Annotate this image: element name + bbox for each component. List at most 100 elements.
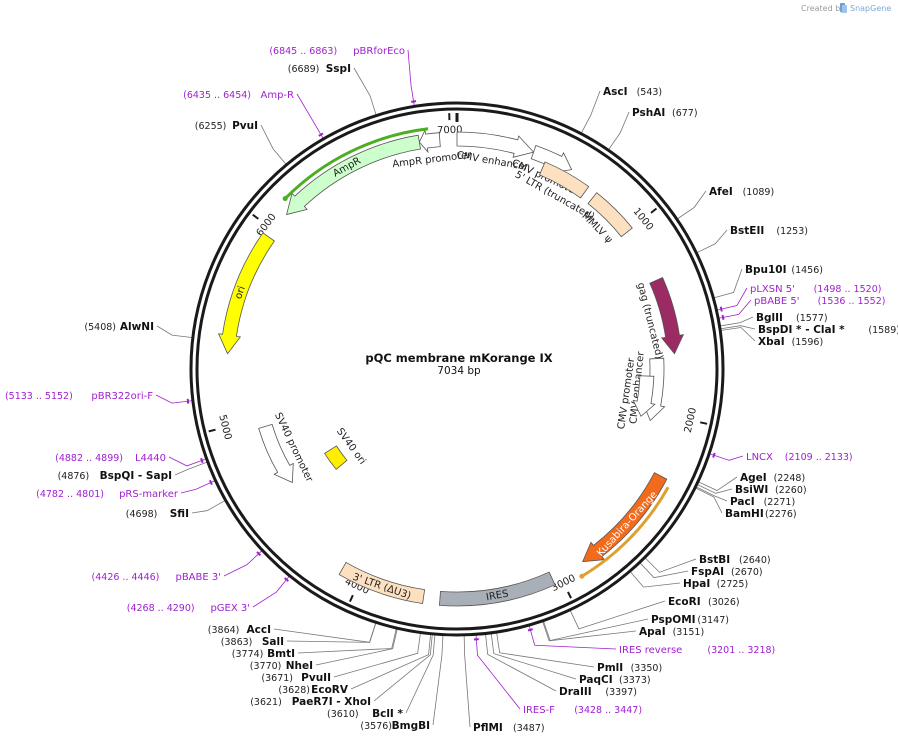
enzyme-label[interactable]: AlwNI(5408) <box>84 321 154 333</box>
feature-ampr[interactable] <box>286 134 421 216</box>
enzyme-label[interactable]: AgeI(2248) <box>740 472 805 484</box>
tick-label: 5000 <box>216 414 233 441</box>
enzyme-name: SspI <box>326 63 351 75</box>
primer-label[interactable]: pBR322ori-F(5133 .. 5152) <box>5 391 153 402</box>
primer-mark <box>721 314 725 320</box>
enzyme-label[interactable]: HpaI(2725) <box>683 578 748 590</box>
primer-name: Amp-R <box>261 90 295 101</box>
enzyme-label[interactable]: PacI(2271) <box>730 496 795 508</box>
primer-label[interactable]: pBABE 3' (4426 .. 4446) <box>92 572 221 583</box>
feature-mmlv-psi[interactable] <box>587 192 633 238</box>
leader-line <box>496 631 595 668</box>
map-length: 7034 bp <box>437 365 481 377</box>
enzyme-name: AfeI <box>709 186 733 198</box>
enzyme-label[interactable]: SalI(3863) <box>221 636 284 648</box>
enzyme-name: AscI <box>603 86 628 98</box>
feature-cmv-enhancer[interactable] <box>456 131 535 158</box>
enzyme-position: (677) <box>672 108 698 119</box>
primer-position: (4426 .. 4446) <box>92 572 160 583</box>
orf-ko <box>581 486 670 578</box>
enzyme-label[interactable]: PshAI(677) <box>632 107 698 119</box>
enzyme-label[interactable]: BamHI(2276) <box>725 508 797 520</box>
tick-mark <box>700 421 708 425</box>
enzyme-label[interactable]: XbaI(1596) <box>758 336 823 348</box>
enzyme-label[interactable]: BsiWI(2260) <box>735 484 807 496</box>
feature-ampr-promoter[interactable] <box>418 128 441 154</box>
enzyme-position: (2276) <box>765 509 797 520</box>
primer-label[interactable]: pBRforEco(6845 .. 6863) <box>269 46 405 57</box>
primer-label[interactable]: pBABE 5'(1536 .. 1552) <box>754 296 885 307</box>
enzyme-name: BmgBI <box>392 720 430 732</box>
primer-label[interactable]: L4440(4882 .. 4899) <box>55 453 166 464</box>
leader-line <box>156 325 193 338</box>
enzyme-position: (6255) <box>195 121 227 132</box>
enzyme-label[interactable]: SfiI(4698) <box>126 508 189 520</box>
primer-label[interactable]: IRES-F(3428 .. 3447) <box>523 705 642 716</box>
enzyme-label[interactable]: SspI (6689) <box>288 63 351 75</box>
leader-line <box>273 622 377 643</box>
enzyme-label[interactable]: AscI(543) <box>603 86 662 98</box>
enzyme-label[interactable]: AccI(3864) <box>208 624 271 636</box>
primer-label[interactable]: pRS-marker(4782 .. 4801) <box>36 489 179 500</box>
feature-3-ltr[interactable] <box>338 561 426 604</box>
feature-sv40-ori[interactable] <box>324 445 348 470</box>
feature-label: IRES <box>485 589 509 604</box>
enzyme-position: (3774) <box>232 649 264 660</box>
enzyme-label[interactable]: Bpu10I(1456) <box>745 264 823 276</box>
feature-gag-truncated-[interactable] <box>649 277 685 355</box>
enzyme-label[interactable]: BglII(1577) <box>756 312 828 324</box>
enzyme-position: (6689) <box>288 64 320 75</box>
primer-label[interactable]: LNCX(2109 .. 2133) <box>746 452 853 463</box>
enzyme-label[interactable]: BstBI(2640) <box>699 554 771 566</box>
primer-position: (6845 .. 6863) <box>269 46 337 57</box>
enzyme-label[interactable]: EcoRI(3026) <box>668 596 740 608</box>
enzyme-label[interactable]: BmtI(3774) <box>232 648 295 660</box>
leader-line <box>432 634 444 726</box>
primer-label[interactable]: Amp-R(6435 .. 6454) <box>183 90 294 101</box>
enzyme-label[interactable]: PflMI(3487) <box>473 722 545 734</box>
primer-position: (4882 .. 4899) <box>55 453 123 464</box>
enzyme-position: (4698) <box>126 509 158 520</box>
enzyme-label[interactable]: FspAI(2670) <box>691 566 763 578</box>
enzyme-label[interactable]: BmgBI(3576) <box>360 720 430 732</box>
enzyme-label[interactable]: EcoRV(3628) <box>278 684 348 696</box>
leader-line <box>373 633 433 702</box>
feature-sv40-promoter[interactable] <box>258 423 294 484</box>
feature-kusabira-orange[interactable] <box>582 472 668 563</box>
primer-name: pBABE 3' <box>175 572 221 583</box>
enzyme-label[interactable]: PspOMI(3147) <box>651 614 729 626</box>
primer-name: LNCX <box>746 452 773 463</box>
enzyme-label[interactable]: PaqCI(3373) <box>579 674 651 686</box>
enzyme-label[interactable]: PmlI(3350) <box>597 662 662 674</box>
enzyme-position: (5408) <box>84 322 116 333</box>
feature-ori[interactable] <box>217 232 275 355</box>
enzyme-label[interactable]: BstEII(1253) <box>730 225 808 237</box>
enzyme-name: EcoRV <box>311 684 349 696</box>
feature-5-ltr-truncated-[interactable] <box>539 161 590 199</box>
leader-line <box>528 624 617 650</box>
enzyme-label[interactable]: AfeI(1089) <box>709 186 774 198</box>
enzyme-name: FspAI <box>691 566 724 578</box>
enzyme-label[interactable]: PaeR7I - XhoI(3621) <box>250 696 371 708</box>
enzyme-label[interactable]: NheI(3770) <box>250 660 313 672</box>
enzyme-name: BspQI - SapI <box>100 470 172 482</box>
leader-line <box>569 600 666 630</box>
feature-ires[interactable] <box>439 571 556 607</box>
enzyme-label[interactable]: BspQI - SapI(4876) <box>58 470 172 482</box>
leader-line <box>542 620 637 642</box>
enzyme-label[interactable]: ApaI(3151) <box>639 626 704 638</box>
primer-label[interactable]: pLXSN 5'(1498 .. 1520) <box>750 284 881 295</box>
primer-label[interactable]: pGEX 3'(4268 .. 4290) <box>127 603 250 614</box>
enzyme-label[interactable]: BclI *(3610) <box>327 708 403 720</box>
enzyme-label[interactable]: DraIII(3397) <box>559 686 637 698</box>
enzyme-label[interactable]: BspDI * - ClaI *(1589) <box>758 324 898 336</box>
primer-label[interactable]: IRES reverse(3201 .. 3218) <box>619 645 775 656</box>
enzyme-label[interactable]: PvuI(6255) <box>195 120 258 132</box>
leader-line <box>475 634 521 710</box>
enzyme-position: (3026) <box>708 597 740 608</box>
credit-text: Created by <box>801 4 845 13</box>
enzyme-label[interactable]: PvuII(3671) <box>261 672 331 684</box>
feature-cmv-promoter-2[interactable] <box>632 375 656 417</box>
enzyme-position: (3671) <box>261 673 293 684</box>
